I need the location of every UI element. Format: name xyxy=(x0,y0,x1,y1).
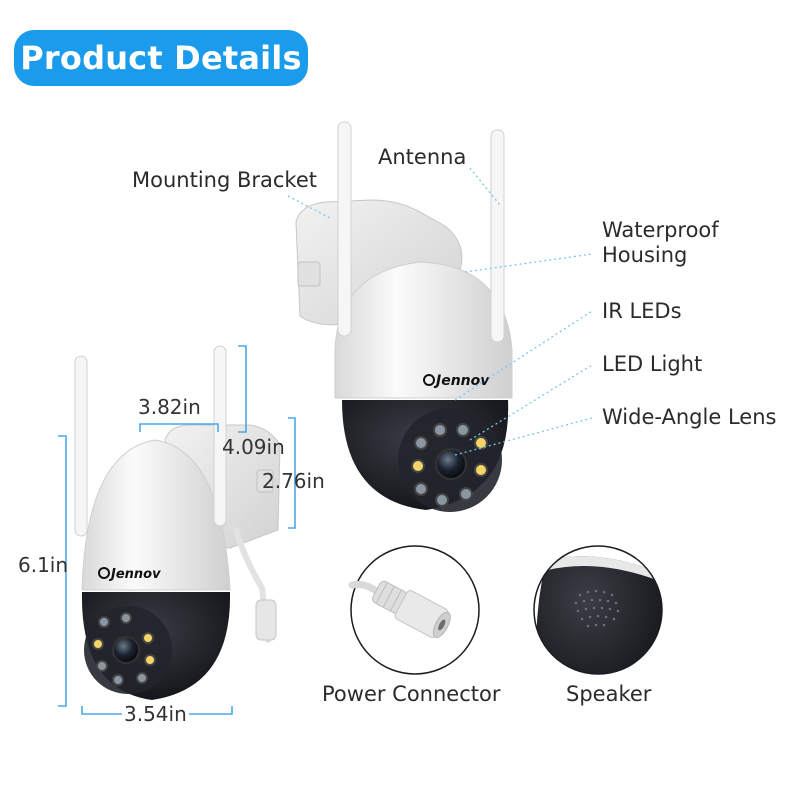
speaker-detail xyxy=(533,545,663,675)
label-mounting-bracket: Mounting Bracket xyxy=(132,168,317,192)
camera-left-housing xyxy=(81,439,231,591)
label-led-light: LED Light xyxy=(602,352,703,376)
antenna-left-right xyxy=(213,345,227,527)
power-cable xyxy=(233,527,271,643)
ir-led-ring-left xyxy=(96,612,148,686)
led-light-left xyxy=(92,632,156,666)
antenna-left-top xyxy=(337,121,352,337)
dimension-bracket-width: 3.82in xyxy=(138,395,201,419)
brand-logo-text-left: Jennov xyxy=(108,567,161,582)
callout-lines xyxy=(287,167,593,456)
brand-logo-left: Jennov xyxy=(98,567,161,582)
label-speaker: Speaker xyxy=(566,682,652,706)
camera-top: Jennov xyxy=(295,121,513,512)
ir-led-ring-top xyxy=(414,423,473,507)
antenna-left-left xyxy=(74,355,88,537)
label-waterproof-housing-1: Waterproof xyxy=(602,218,719,242)
led-light-top xyxy=(411,436,488,477)
dimension-bracket-depth: 2.76in xyxy=(262,469,325,493)
antenna-right-top xyxy=(490,129,505,343)
label-waterproof-housing-2: Housing xyxy=(602,243,688,267)
dimension-camera-width: 3.54in xyxy=(122,702,189,726)
power-connector-detail xyxy=(348,545,480,675)
brand-logo-text: Jennov xyxy=(433,373,490,389)
wide-angle-lens-left xyxy=(112,636,140,664)
page-title-badge: Product Details xyxy=(14,30,308,86)
brand-logo-top: Jennov xyxy=(423,373,490,389)
dimension-camera-height: 6.1in xyxy=(18,553,69,577)
speaker-grille xyxy=(574,589,620,628)
label-antenna: Antenna xyxy=(378,145,467,169)
camera-left: Jennov xyxy=(74,345,281,700)
wide-angle-lens-top xyxy=(435,448,467,480)
page-title: Product Details xyxy=(20,39,302,77)
dimension-bracket-height: 4.09in xyxy=(222,435,285,459)
label-power-connector: Power Connector xyxy=(322,682,501,706)
label-ir-leds: IR LEDs xyxy=(602,299,682,323)
label-wide-angle-lens: Wide-Angle Lens xyxy=(602,405,777,429)
